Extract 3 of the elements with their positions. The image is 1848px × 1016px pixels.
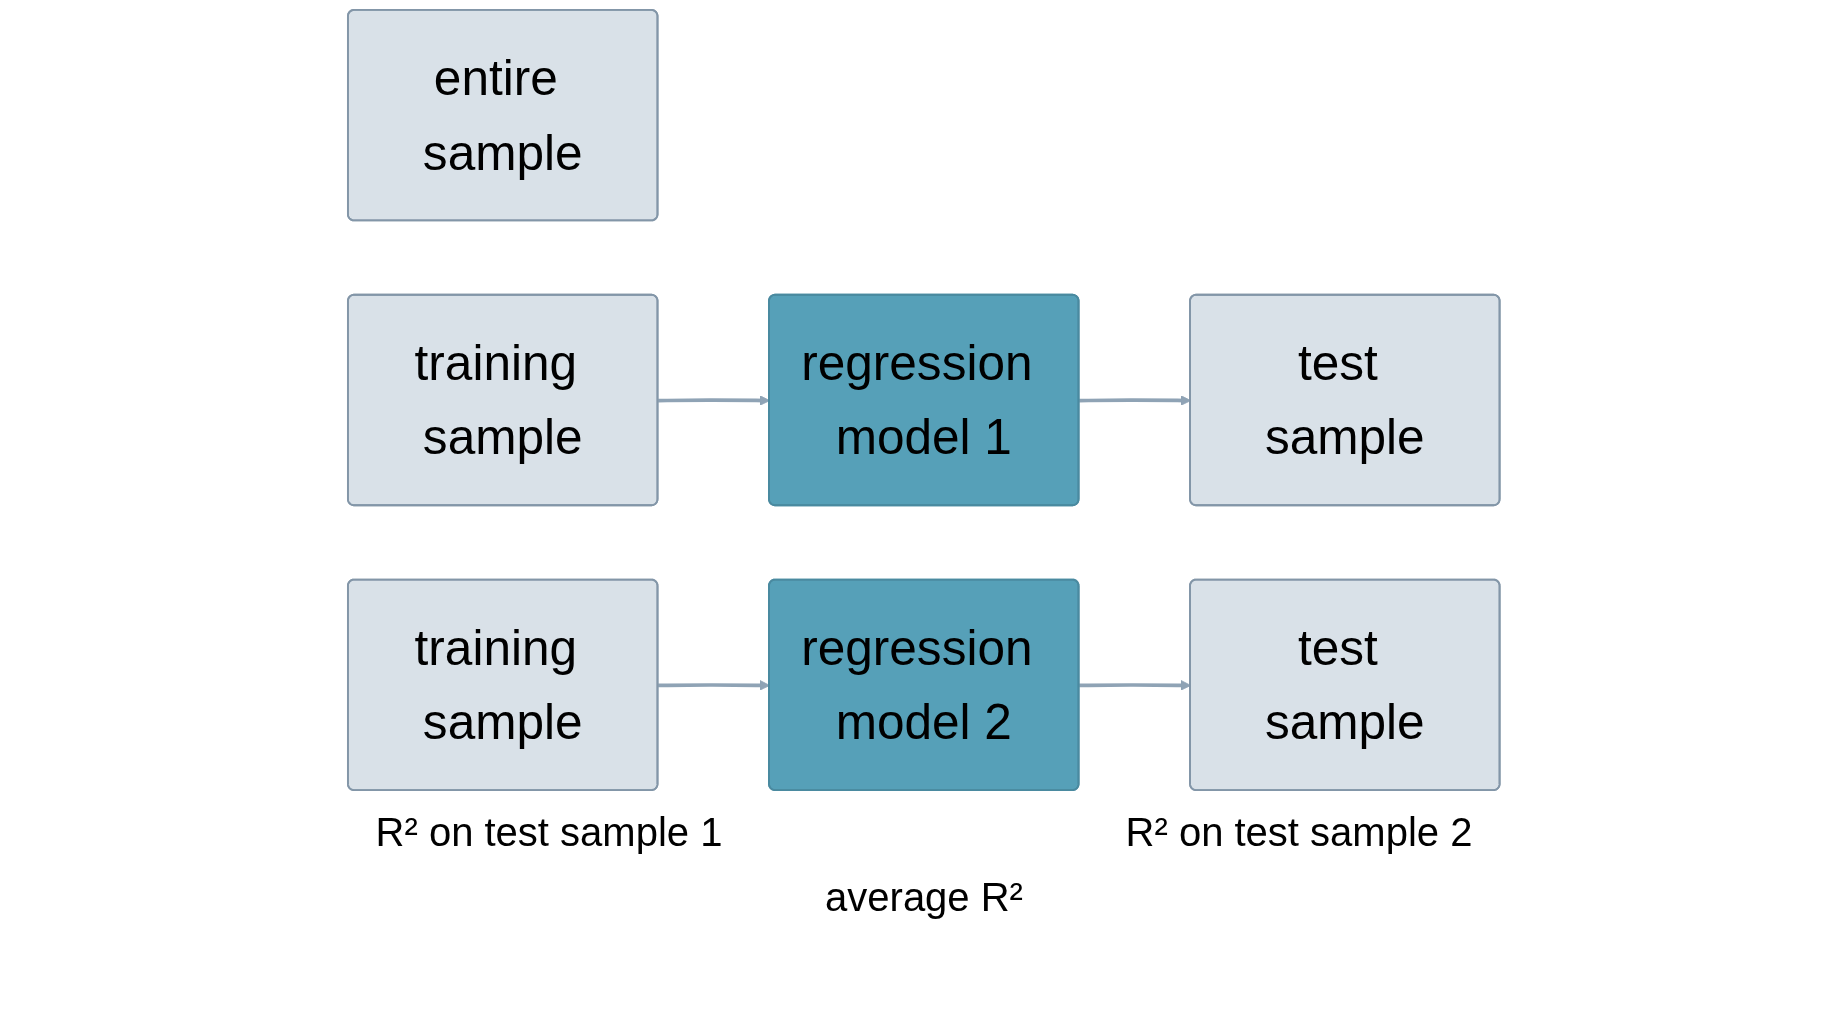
summary-label: average R² (825, 875, 1023, 919)
result-label: R² on test sample 1 (375, 810, 723, 855)
result-label: R² on test sample 2 (1125, 810, 1473, 855)
